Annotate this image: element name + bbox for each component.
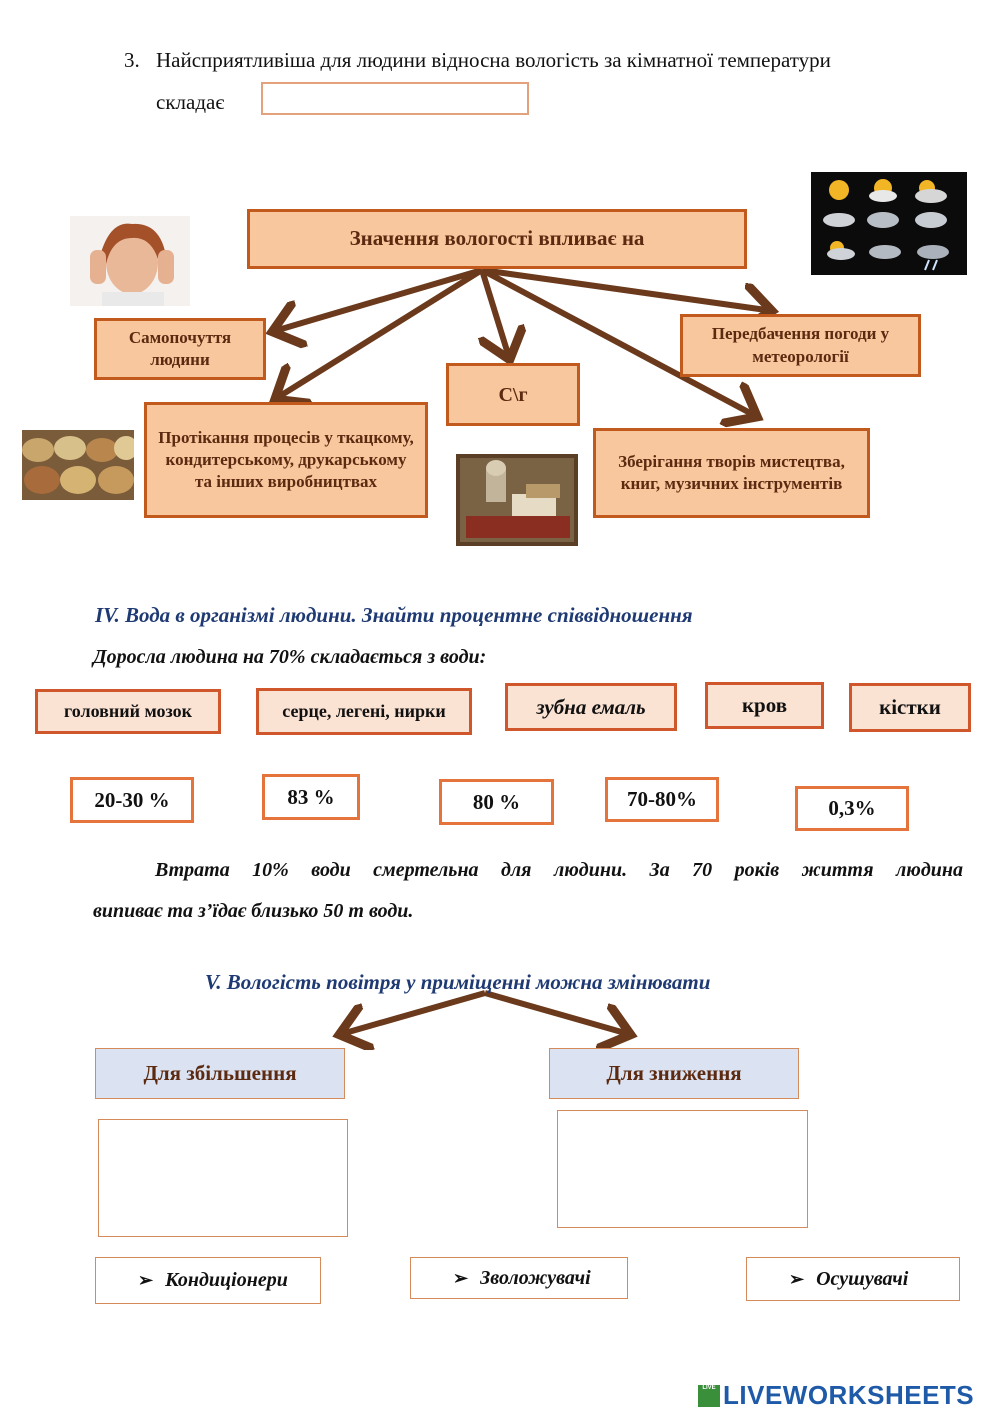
arrow-to-agriculture xyxy=(482,269,508,354)
percent-box-1[interactable]: 20-30 % xyxy=(70,777,194,823)
weather-icons xyxy=(811,172,967,275)
water-loss-paragraph-line1: Втрата 10% води смертельна для людини. З… xyxy=(155,859,963,881)
water-loss-paragraph-line2: випиває та з’їдає близько 50 т води. xyxy=(93,900,414,922)
diagram-processes-box: Протікання процесів у ткацкому, кондитер… xyxy=(144,402,428,518)
diagram-center-box: Значення вологості впливає на xyxy=(247,209,747,269)
question-3-text-line2: складає xyxy=(156,90,225,114)
arrow-to-wellbeing xyxy=(278,267,483,330)
grain-sacks-photo xyxy=(22,430,138,500)
option-dehumidifiers[interactable]: ➢ Осушувачі xyxy=(746,1257,960,1301)
diagram-agriculture-box: С\г xyxy=(446,363,580,426)
percent-box-3[interactable]: 80 % xyxy=(439,779,554,825)
diagram-art-storage-box: Зберігання творів мистецтва, книг, музич… xyxy=(593,428,870,518)
option-label: Кондиціонери xyxy=(165,1269,288,1291)
option-air-conditioners[interactable]: ➢ Кондиціонери xyxy=(95,1257,321,1304)
question-3-text-line1: Найсприятливіша для людини відносна воло… xyxy=(156,48,831,72)
logo-badge: LIVE xyxy=(698,1384,720,1407)
organ-card-tooth-enamel[interactable]: зубна емаль xyxy=(505,683,677,731)
increase-header: Для збільшення xyxy=(95,1048,345,1099)
bullet-arrow-icon: ➢ xyxy=(789,1268,805,1289)
humidity-answer-field[interactable] xyxy=(261,82,529,115)
organ-card-heart-lungs-kidneys[interactable]: серце, легені, нирки xyxy=(256,688,472,735)
liveworksheets-logo: LIVE LIVEWORKSHEETS xyxy=(698,1380,974,1411)
decrease-header: Для зниження xyxy=(549,1048,799,1099)
bullet-arrow-icon: ➢ xyxy=(453,1267,469,1288)
still-life-painting xyxy=(456,454,578,546)
percent-box-4[interactable]: 70-80% xyxy=(605,777,719,822)
percent-box-5[interactable]: 0,3% xyxy=(795,786,909,831)
diagram-arrows xyxy=(0,267,1000,560)
diagram-forecast-box: Передбачення погоди у метеорології xyxy=(680,314,921,377)
section-4-subtitle: Доросла людина на 70% складається з води… xyxy=(93,646,487,668)
logo-text: LIVEWORKSHEETS xyxy=(723,1380,975,1410)
section-4-title: IV. Вода в організмі людини. Знайти проц… xyxy=(95,603,693,627)
organ-card-bones[interactable]: кістки xyxy=(849,683,971,732)
arrow-to-processes xyxy=(280,267,484,396)
arrow-to-art-storage xyxy=(480,267,752,414)
organ-card-brain[interactable]: головний мозок xyxy=(35,689,221,734)
diagram-wellbeing-box: Самопочуття людини xyxy=(94,318,266,380)
headache-photo xyxy=(70,216,190,306)
option-label: Зволожувачі xyxy=(480,1266,591,1289)
bullet-arrow-icon: ➢ xyxy=(138,1270,154,1290)
section-5-arrows xyxy=(0,990,1000,1050)
percent-box-2[interactable]: 83 % xyxy=(262,774,360,820)
organ-card-blood[interactable]: кров xyxy=(705,682,824,729)
question-3-number: 3. xyxy=(124,48,140,72)
increase-drop-zone[interactable] xyxy=(98,1119,348,1237)
section-5-title: V. Вологість повітря у приміщенні можна … xyxy=(205,970,711,994)
arrow-to-forecast xyxy=(481,267,766,310)
decrease-drop-zone[interactable] xyxy=(557,1110,808,1228)
option-humidifiers[interactable]: ➢ Зволожувачі xyxy=(410,1257,628,1299)
option-label: Осушувачі xyxy=(816,1267,909,1290)
